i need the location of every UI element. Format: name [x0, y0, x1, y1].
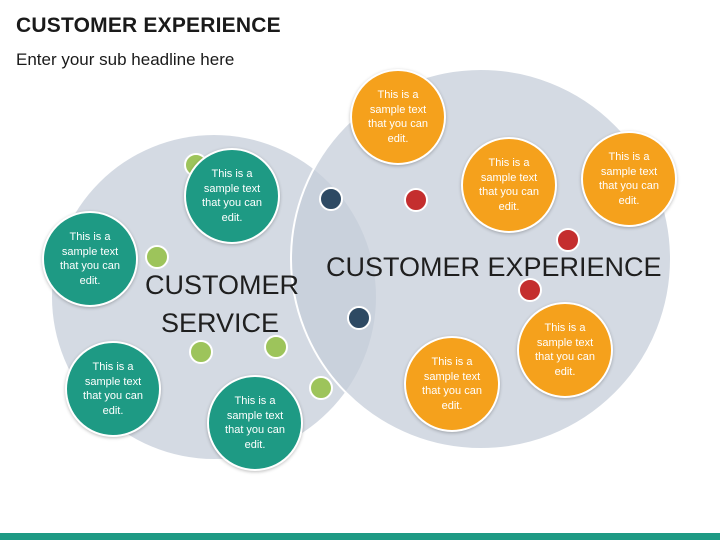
experience-text-bubble[interactable]: This is a sample text that you can edit. [581, 131, 677, 227]
experience-text-bubble[interactable]: This is a sample text that you can edit. [404, 336, 500, 432]
accent-dot [264, 335, 288, 359]
bubble-text: This is a sample text that you can edit. [225, 395, 285, 451]
bubble-text: This is a sample text that you can edit. [202, 168, 262, 224]
bubble-text: This is a sample text that you can edit. [422, 356, 482, 412]
experience-text-bubble[interactable]: This is a sample text that you can edit. [461, 137, 557, 233]
footer-bar [0, 533, 720, 540]
accent-dot [404, 188, 428, 212]
bubble-text: This is a sample text that you can edit. [368, 89, 428, 145]
accent-dot [319, 187, 343, 211]
service-text-bubble[interactable]: This is a sample text that you can edit. [65, 341, 161, 437]
bubble-text: This is a sample text that you can edit. [60, 231, 120, 287]
accent-dot [309, 376, 333, 400]
accent-dot [556, 228, 580, 252]
service-text-bubble[interactable]: This is a sample text that you can edit. [184, 148, 280, 244]
bubble-text: This is a sample text that you can edit. [83, 361, 143, 417]
customer-experience-label: CUSTOMER EXPERIENCE [326, 252, 662, 282]
page-title: CUSTOMER EXPERIENCE [16, 14, 281, 37]
experience-text-bubble[interactable]: This is a sample text that you can edit. [517, 302, 613, 398]
service-text-bubble[interactable]: This is a sample text that you can edit. [42, 211, 138, 307]
accent-dot [145, 245, 169, 269]
page-subtitle: Enter your sub headline here [16, 50, 235, 69]
experience-text-bubble[interactable]: This is a sample text that you can edit. [350, 69, 446, 165]
service-text-bubble[interactable]: This is a sample text that you can edit. [207, 375, 303, 471]
accent-dot [347, 306, 371, 330]
bubble-text: This is a sample text that you can edit. [599, 151, 659, 207]
accent-dot [189, 340, 213, 364]
bubble-text: This is a sample text that you can edit. [479, 157, 539, 213]
accent-dot [518, 278, 542, 302]
customer-service-label: CUSTOMER SERVICE [145, 270, 300, 338]
bubble-text: This is a sample text that you can edit. [535, 322, 595, 378]
